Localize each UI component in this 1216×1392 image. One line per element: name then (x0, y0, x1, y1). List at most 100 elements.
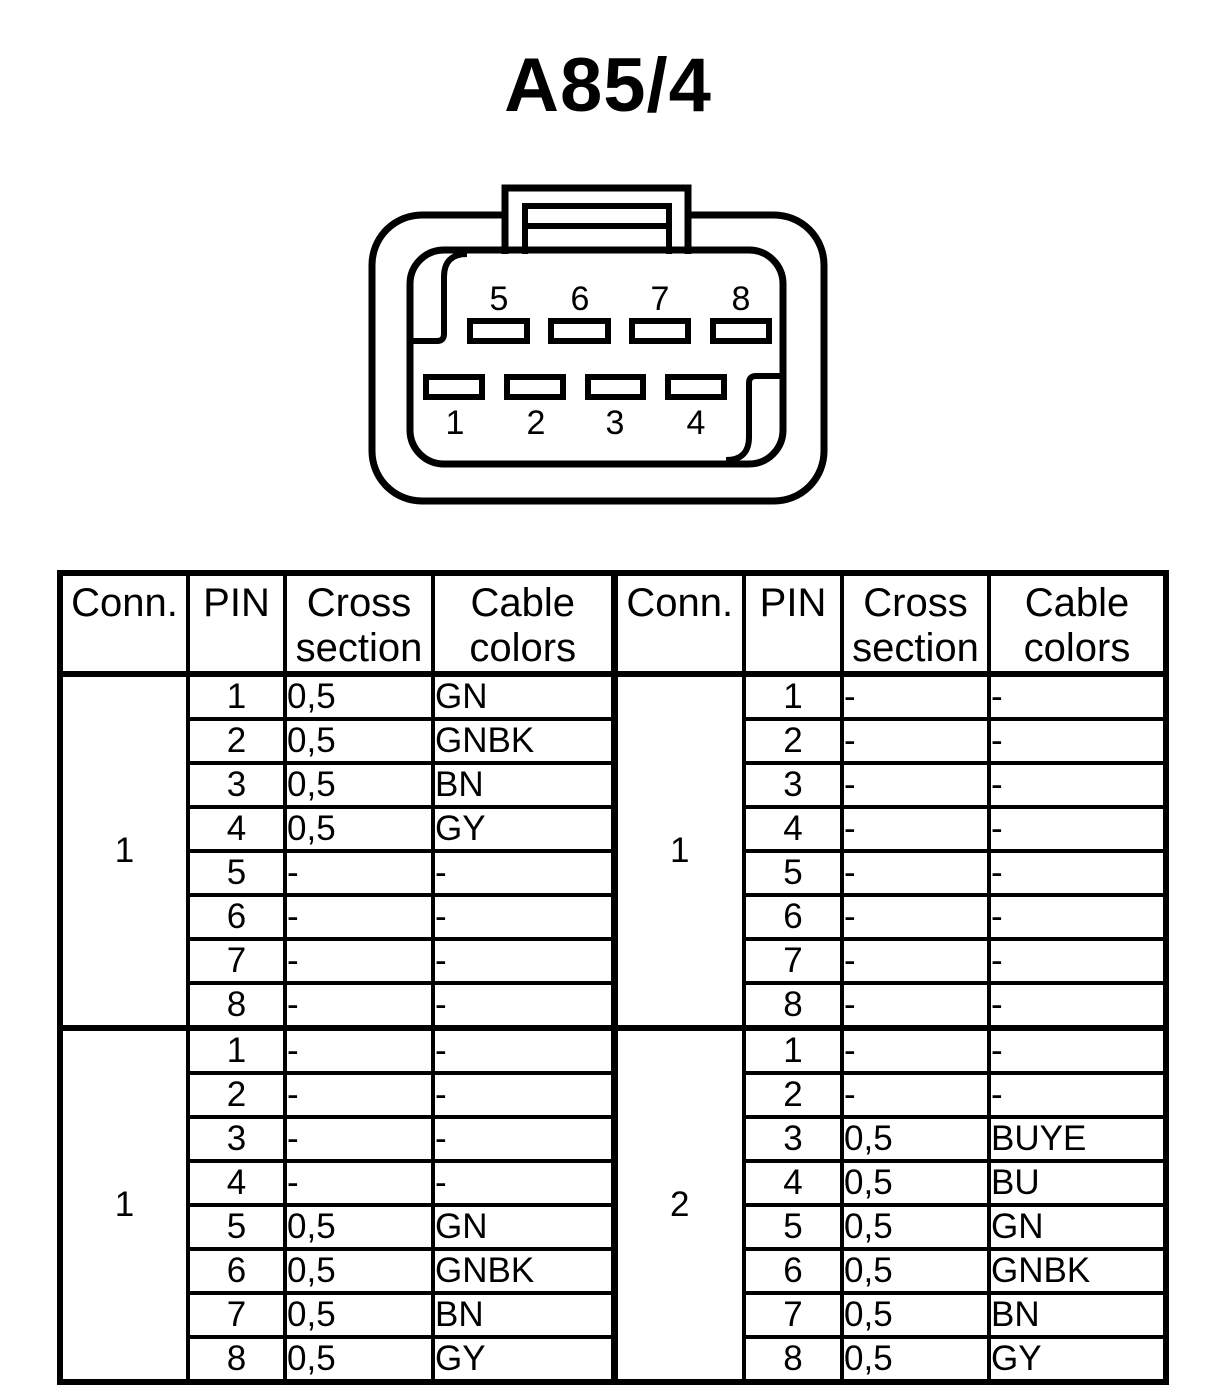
cell-cross: 0,5 (840, 1334, 991, 1384)
cell-cable: - (987, 804, 1168, 853)
pin-slot-4 (665, 374, 727, 400)
cell-pin: 8 (742, 980, 844, 1030)
column-header-pin-left: PIN (186, 571, 287, 677)
table-row: 7--7-- (60, 936, 1168, 985)
cell-pin: 4 (742, 1158, 844, 1207)
cell-cable: GN (987, 1202, 1168, 1251)
cell-conn: 2 (610, 1024, 746, 1384)
cell-cross: - (283, 1158, 435, 1207)
cell-pin: 1 (742, 1024, 844, 1075)
page-title: A85/4 (504, 43, 712, 128)
connector-inner-face (406, 246, 787, 468)
cell-cable: GN (431, 671, 618, 721)
column-header-cross-section-left: Cross section (283, 571, 435, 677)
cell-pin: 2 (186, 716, 287, 765)
cell-cable: - (431, 1070, 618, 1119)
cell-cable: - (431, 1158, 618, 1207)
cell-pin: 2 (186, 1070, 287, 1119)
cell-pin: 3 (742, 760, 844, 809)
cell-cross: 0,5 (283, 1334, 435, 1384)
cell-pin: 7 (742, 1290, 844, 1339)
cell-cross: 0,5 (840, 1290, 991, 1339)
latch-tab-inner (522, 203, 672, 254)
pin-label-5: 5 (490, 280, 509, 318)
cell-pin: 7 (186, 1290, 287, 1339)
cell-cross: - (840, 716, 991, 765)
cell-pin: 1 (186, 1024, 287, 1075)
cell-cable: - (987, 936, 1168, 985)
column-header-cross-section-right: Cross section (840, 571, 991, 677)
pin-slot-3 (585, 374, 646, 400)
cell-cross: - (283, 1024, 435, 1075)
cell-cross: - (840, 760, 991, 809)
cell-cross: 0,5 (283, 760, 435, 809)
cell-pin: 5 (186, 1202, 287, 1251)
pin-label-6: 6 (571, 280, 590, 318)
cell-cross: 0,5 (840, 1114, 991, 1163)
cell-cross: - (840, 892, 991, 941)
pin-label-3: 3 (606, 404, 625, 442)
cell-cross: 0,5 (840, 1158, 991, 1207)
cell-cable: BUYE (987, 1114, 1168, 1163)
cell-cross: - (840, 1070, 991, 1119)
table-row: 2--2-- (60, 1070, 1168, 1119)
column-header-conn-right: Conn. (610, 571, 746, 677)
cell-cable: - (987, 848, 1168, 897)
cell-pin: 5 (742, 848, 844, 897)
cell-cable: BN (987, 1290, 1168, 1339)
cell-pin: 4 (186, 1158, 287, 1207)
cell-pin: 8 (186, 1334, 287, 1384)
pin-slot-1 (423, 374, 485, 400)
cell-cross: - (283, 1070, 435, 1119)
cell-cross: 0,5 (283, 1202, 435, 1251)
keying-notch-top-left (411, 251, 468, 344)
cell-cable: - (987, 980, 1168, 1030)
pin-slot-5 (467, 318, 530, 344)
cell-cable: - (987, 671, 1168, 721)
connector-diagram: 5 6 7 8 1 2 3 4 (368, 184, 828, 505)
cell-cable: - (431, 980, 618, 1030)
cell-cable: - (987, 1070, 1168, 1119)
pin-label-7: 7 (651, 280, 670, 318)
cell-cross: - (840, 848, 991, 897)
cell-pin: 6 (742, 1246, 844, 1295)
pin-slot-2 (504, 374, 566, 400)
cell-cross: - (840, 1024, 991, 1075)
cell-cable: - (987, 892, 1168, 941)
cell-cable: GNBK (987, 1246, 1168, 1295)
cell-pin: 8 (186, 980, 287, 1030)
cell-conn: 1 (610, 671, 746, 1030)
cell-cable: BN (431, 760, 618, 809)
column-header-cable-colors-left: Cable colors (431, 571, 618, 677)
cell-cable: BN (431, 1290, 618, 1339)
cell-cross: 0,5 (283, 1290, 435, 1339)
cell-cable: GNBK (431, 716, 618, 765)
cell-cross: - (283, 1114, 435, 1163)
cell-cross: - (283, 936, 435, 985)
table-header-row: Conn. PIN Cross section Cable colors Con… (58, 571, 1168, 677)
cell-cross: 0,5 (840, 1202, 991, 1251)
cell-pin: 3 (186, 760, 287, 809)
cell-cable: - (987, 716, 1168, 765)
pin-label-8: 8 (732, 280, 751, 318)
cell-cross: - (840, 980, 991, 1030)
cell-cross: - (840, 936, 991, 985)
cell-cable: - (431, 892, 618, 941)
cell-cable: - (431, 936, 618, 985)
cell-cable: GN (431, 1202, 618, 1251)
cell-cross: - (283, 848, 435, 897)
cell-cable: GY (431, 1334, 618, 1384)
pin-label-1: 1 (446, 404, 465, 442)
cell-cable: GY (431, 804, 618, 853)
cell-cable: - (987, 1024, 1168, 1075)
cell-cross: - (283, 892, 435, 941)
cell-pin: 7 (186, 936, 287, 985)
pin-slot-7 (629, 318, 691, 344)
